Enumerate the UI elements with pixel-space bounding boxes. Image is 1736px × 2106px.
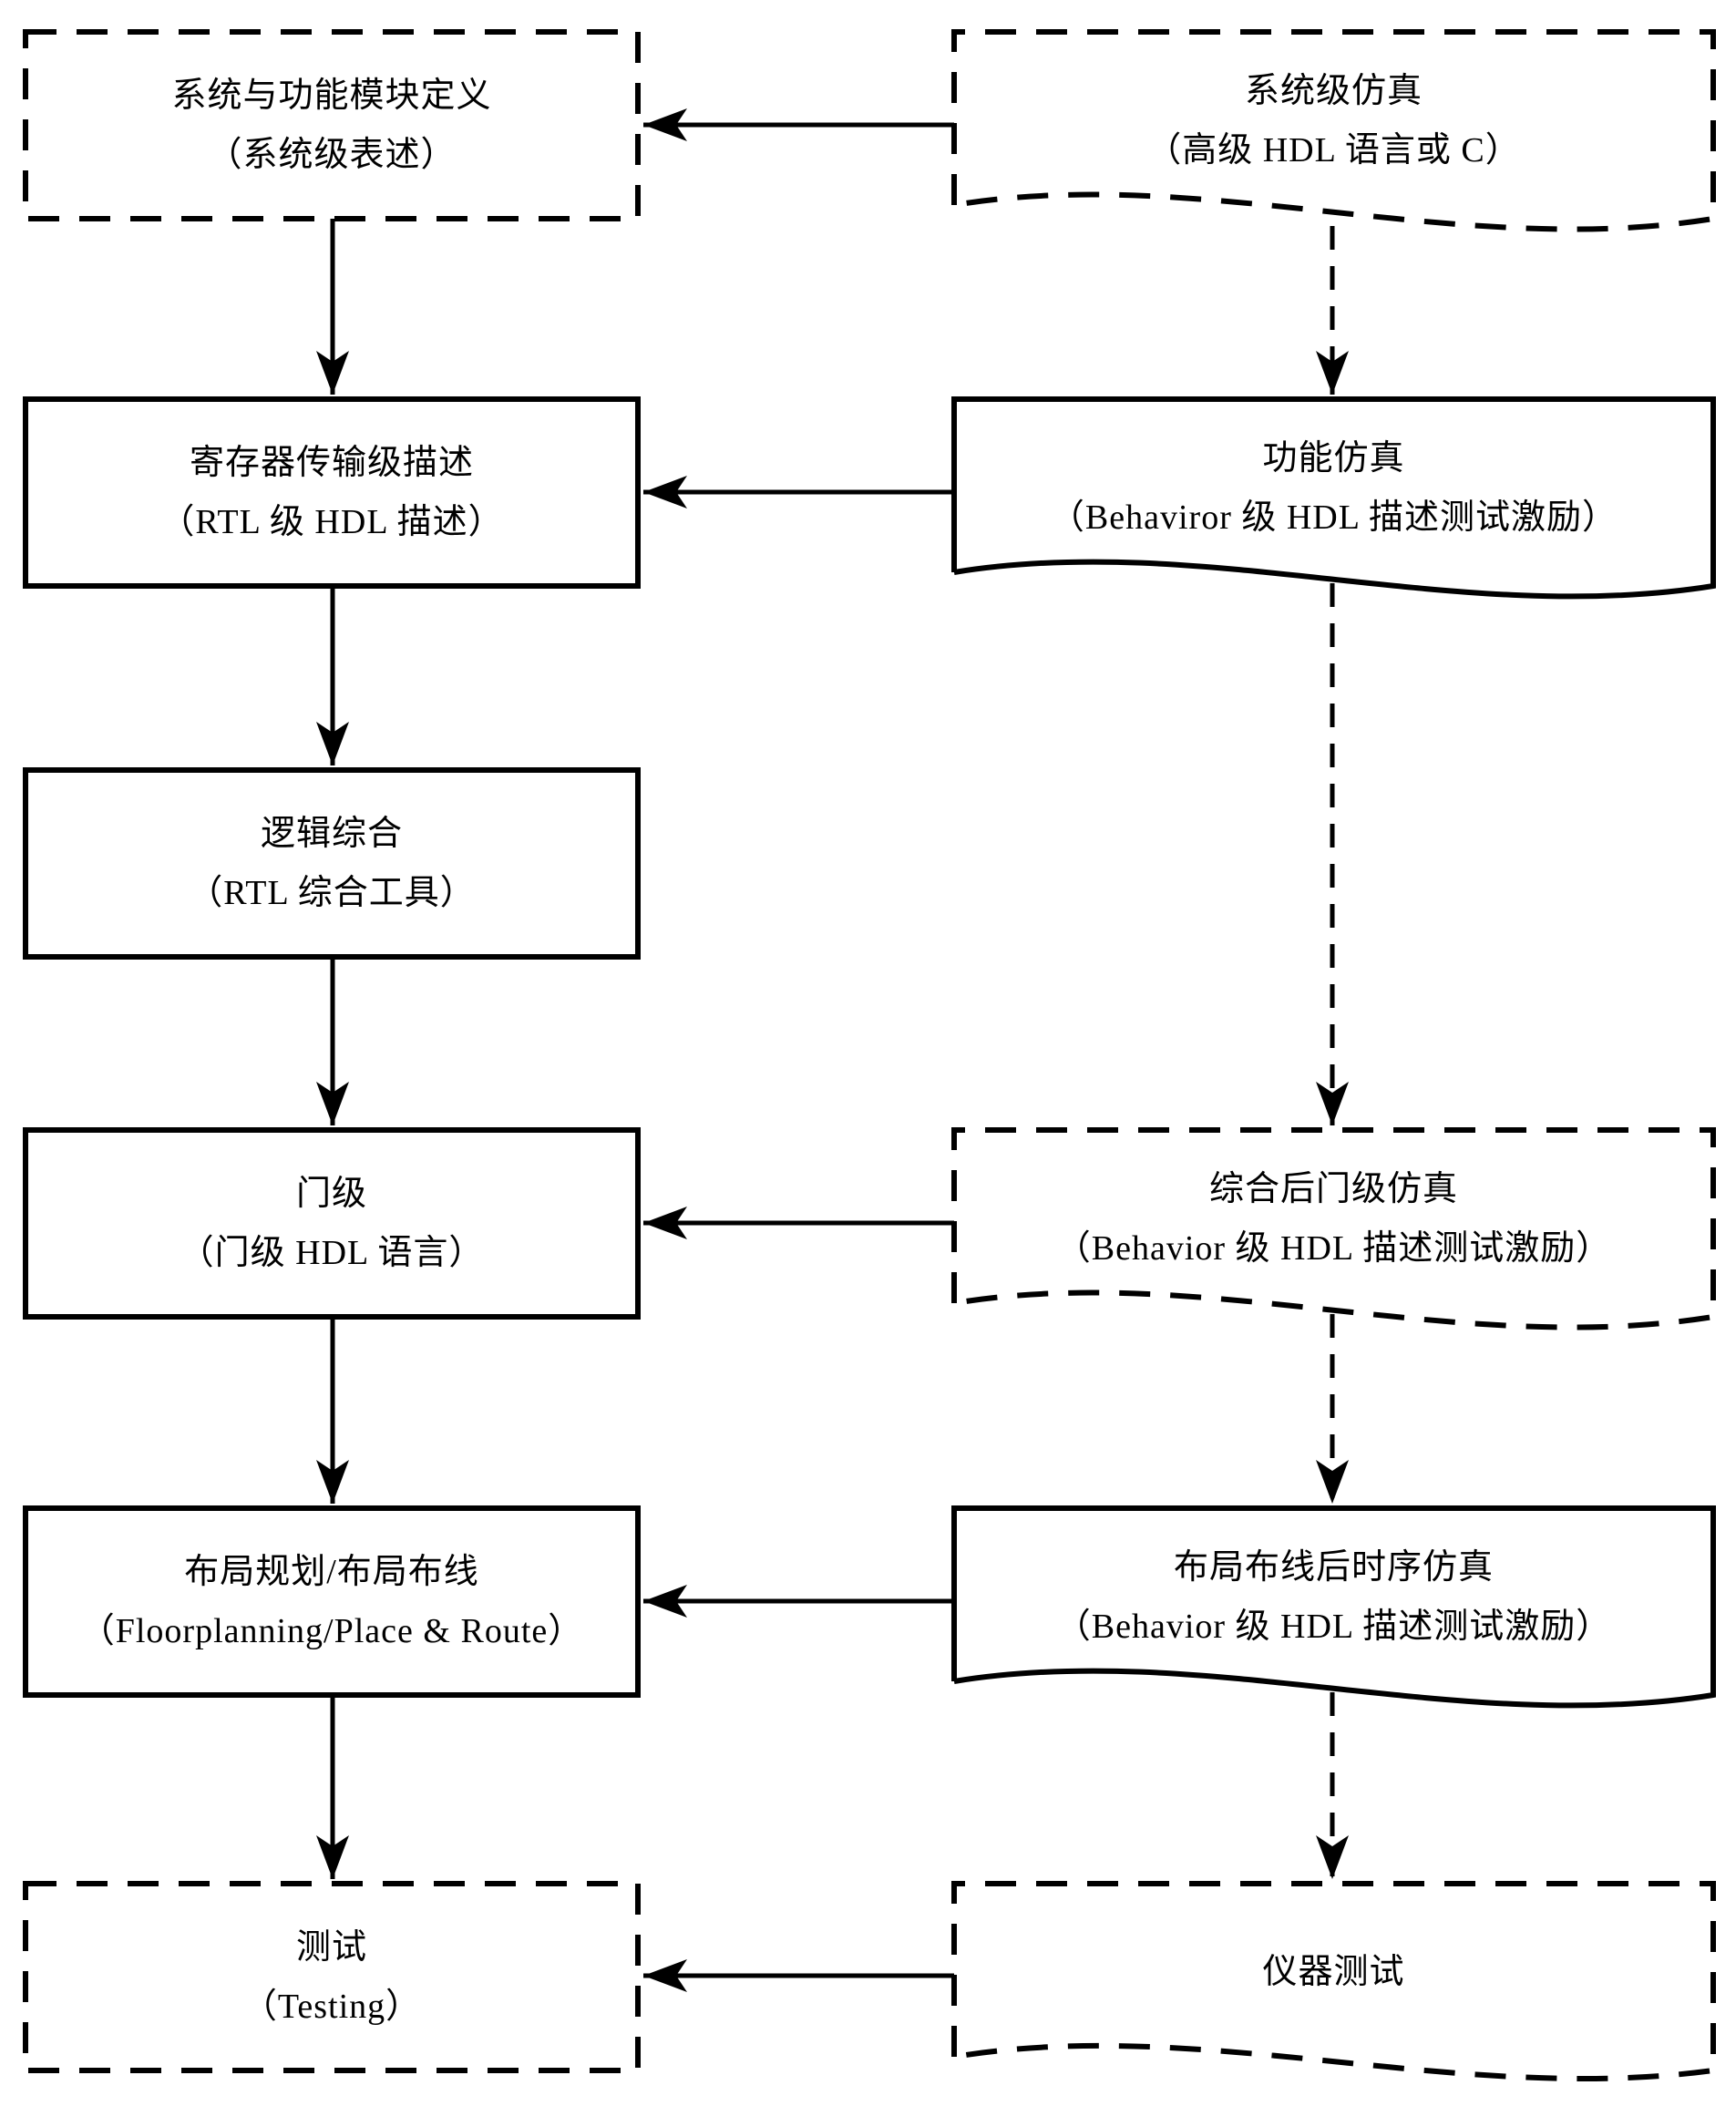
box-system-function-module-definition-outline [23,29,641,221]
doc-post-layout-timing-simulation-outline [951,1505,1716,1709]
box-logic-synthesis-outline [23,767,641,960]
box-rtl-description-outline [23,396,641,589]
box-testing-outline [23,1881,641,2073]
doc-post-synthesis-gate-simulation-outline [951,1127,1716,1330]
box-gate-level-outline [23,1127,641,1320]
doc-instrument-testing-outline [951,1881,1716,2081]
doc-system-level-simulation-outline [951,29,1716,232]
doc-functional-simulation-outline [951,396,1716,600]
box-floorplanning-place-route-outline [23,1505,641,1698]
